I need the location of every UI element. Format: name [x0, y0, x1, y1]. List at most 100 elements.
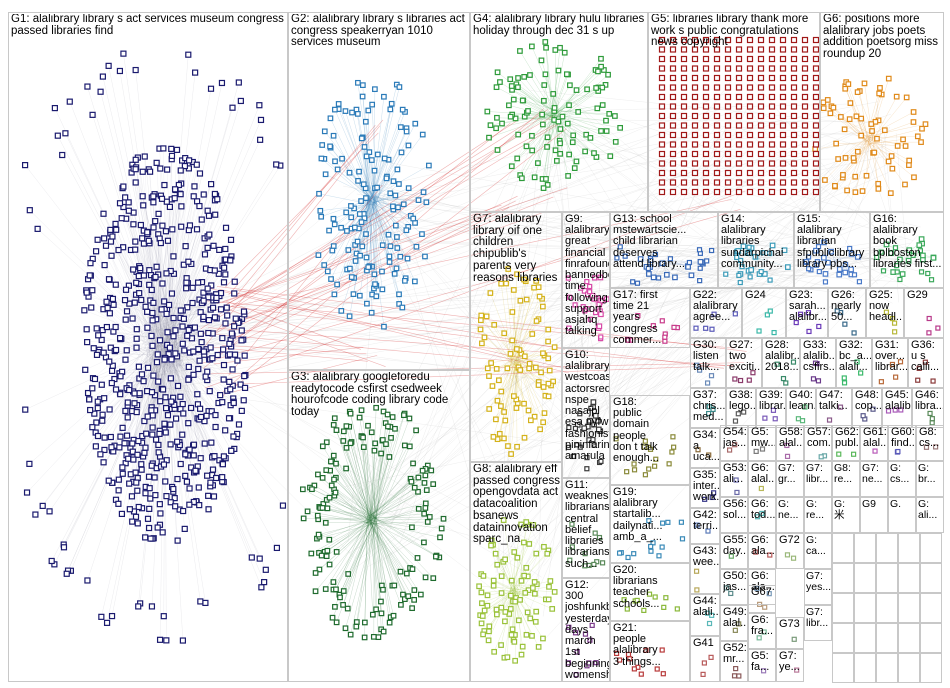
edge: [368, 520, 415, 600]
edge: [373, 520, 390, 623]
edge: [375, 446, 411, 524]
edge: [166, 322, 177, 461]
edge: [369, 483, 434, 523]
edge: [350, 520, 377, 635]
edge: [176, 282, 203, 352]
edge: [230, 211, 544, 325]
edge: [333, 135, 368, 201]
edge: [329, 497, 369, 521]
minor-group-label: G7: ne...: [862, 463, 883, 485]
edge: [337, 169, 370, 197]
edge: [844, 126, 890, 245]
edge: [374, 413, 405, 520]
edge: [369, 522, 382, 602]
edge: [148, 129, 752, 323]
edge: [221, 306, 386, 367]
edge: [178, 260, 231, 365]
edge: [316, 523, 376, 539]
edge: [153, 299, 200, 344]
edge: [136, 325, 176, 406]
minor-group-cell: [920, 533, 942, 563]
group-label-g1: G1: alalibrary library s act services mu…: [11, 14, 284, 37]
edge: [347, 519, 370, 609]
edge: [314, 485, 377, 523]
edge: [192, 133, 564, 336]
edge: [151, 336, 522, 374]
edge: [372, 478, 411, 521]
edge: [552, 87, 603, 115]
edge: [386, 173, 525, 575]
edge: [510, 287, 539, 356]
edge: [517, 86, 555, 113]
edge: [516, 557, 518, 586]
edge: [369, 508, 419, 524]
edge: [327, 198, 368, 272]
edge: [371, 195, 390, 257]
edge: [759, 222, 836, 278]
edge: [536, 156, 852, 369]
vertex-node: [153, 263, 160, 270]
edge: [826, 180, 878, 252]
group-label-g61: G61: alal...: [863, 427, 887, 450]
edge: [370, 199, 373, 295]
edge: [369, 158, 823, 241]
group-label-g25: G25: now headl...: [869, 290, 903, 324]
edge: [370, 515, 377, 610]
edge: [481, 591, 511, 604]
edge: [743, 145, 861, 270]
edge: [373, 258, 830, 531]
edge: [511, 89, 560, 113]
edge: [369, 470, 423, 517]
edge: [371, 520, 413, 570]
edge: [335, 492, 371, 523]
edge: [115, 322, 176, 500]
minor-group-label: G: ne...: [778, 499, 799, 521]
edge: [373, 523, 393, 586]
group-label-g32: G32: bc_a... alali...: [839, 340, 871, 374]
group-label-g41: G41: [693, 638, 714, 649]
edge: [167, 358, 231, 390]
edge: [580, 173, 849, 313]
edge: [122, 342, 160, 428]
edge: [373, 202, 407, 231]
edge: [148, 343, 175, 477]
edge: [142, 367, 166, 437]
edge: [860, 118, 871, 141]
edge: [368, 127, 402, 205]
edge: [511, 281, 526, 363]
edge: [336, 430, 369, 525]
edge: [493, 580, 520, 594]
vertex-node: [98, 336, 105, 344]
edge: [159, 254, 901, 364]
edge: [165, 231, 174, 327]
edge: [512, 299, 527, 356]
edge: [326, 523, 369, 557]
vertex-node: [101, 446, 108, 454]
edge: [329, 515, 375, 540]
edge: [370, 86, 400, 202]
edge: [322, 507, 377, 520]
edge: [332, 524, 377, 618]
edge: [369, 522, 402, 605]
edge: [103, 309, 151, 365]
edge: [345, 111, 373, 199]
edge: [178, 310, 181, 333]
edge: [175, 265, 223, 325]
vertex-node: [103, 323, 110, 331]
edge: [372, 515, 440, 558]
vertex-node: [125, 199, 132, 206]
vertex-node: [147, 495, 154, 502]
edge: [853, 139, 871, 161]
edge: [869, 143, 892, 157]
edge: [226, 300, 361, 350]
group-label-g47: G47: talki...: [819, 390, 848, 413]
edge: [203, 125, 381, 349]
edge: [815, 250, 839, 263]
group-label-g5: G5: libraries library thank more work s …: [651, 14, 809, 49]
edge: [372, 489, 427, 519]
edge: [369, 415, 405, 516]
edge: [761, 250, 785, 261]
edge: [503, 317, 579, 573]
group-label-g62: G62: publ...: [835, 427, 859, 450]
edge: [222, 187, 568, 303]
